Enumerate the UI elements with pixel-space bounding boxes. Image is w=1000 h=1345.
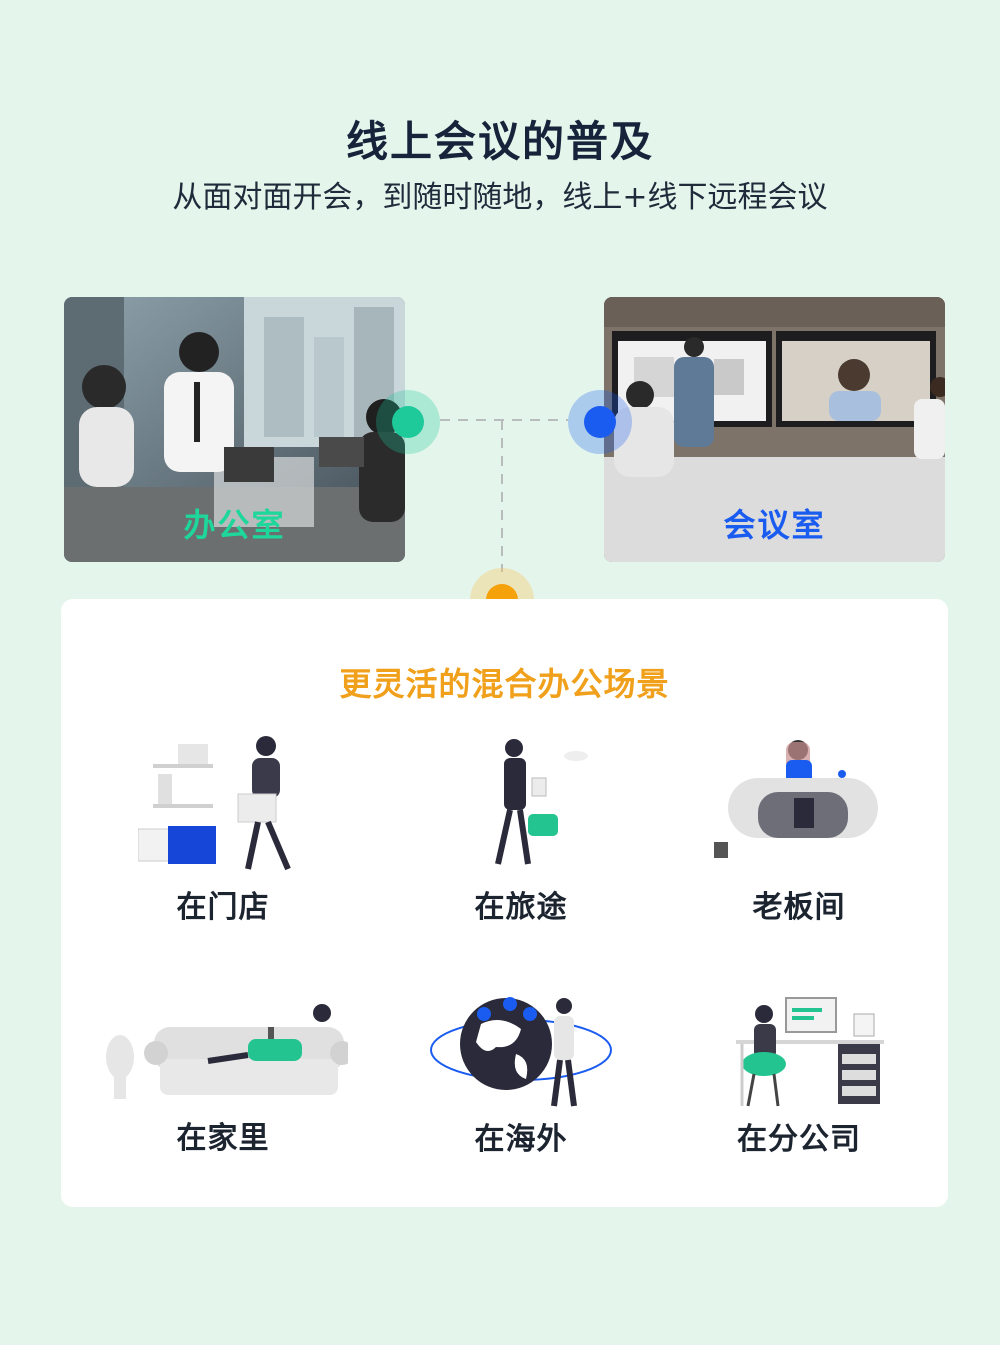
scene-label-store: 在门店 bbox=[176, 890, 270, 925]
connector-lines bbox=[376, 390, 632, 632]
scene-label-branch: 在分公司 bbox=[737, 1122, 861, 1157]
office-photo: 办公室 bbox=[64, 297, 405, 562]
page-title: 线上会议的普及 bbox=[345, 117, 654, 166]
scene-store: 在门店 bbox=[93, 734, 353, 926]
scene-label-home: 在家里 bbox=[176, 1121, 270, 1156]
boss-office-icon bbox=[714, 740, 878, 858]
scene-boss: 老板间 bbox=[669, 734, 929, 926]
scene-home: 在家里 bbox=[93, 999, 353, 1157]
hybrid-scenes-card: 更灵活的混合办公场景 在门店 在旅途 bbox=[61, 599, 948, 1207]
page-subtitle: 从面对面开会，到随时随地，线上+线下远程会议 bbox=[172, 180, 828, 215]
meeting-room-photo: 会议室 bbox=[604, 297, 945, 562]
meeting-room-label: 会议室 bbox=[723, 506, 826, 544]
scene-label-overseas: 在海外 bbox=[474, 1122, 568, 1157]
office-scene-illustration bbox=[64, 297, 405, 562]
hybrid-title: 更灵活的混合办公场景 bbox=[339, 665, 670, 703]
scene-label-travel: 在旅途 bbox=[474, 890, 568, 925]
globe-overseas-icon bbox=[430, 997, 612, 1107]
room-connector-dot bbox=[568, 390, 632, 454]
office-connector-dot bbox=[376, 390, 440, 454]
branch-office-icon bbox=[736, 997, 884, 1107]
scene-overseas: 在海外 bbox=[391, 984, 651, 1158]
office-label: 办公室 bbox=[183, 506, 286, 544]
scene-label-boss: 老板间 bbox=[752, 890, 846, 925]
meeting-room-scene-illustration bbox=[604, 297, 945, 562]
traveler-icon bbox=[495, 739, 588, 865]
scene-travel: 在旅途 bbox=[391, 734, 651, 926]
store-person-icon bbox=[138, 736, 291, 871]
home-sofa-icon bbox=[106, 1004, 348, 1099]
scene-branch: 在分公司 bbox=[669, 994, 929, 1158]
